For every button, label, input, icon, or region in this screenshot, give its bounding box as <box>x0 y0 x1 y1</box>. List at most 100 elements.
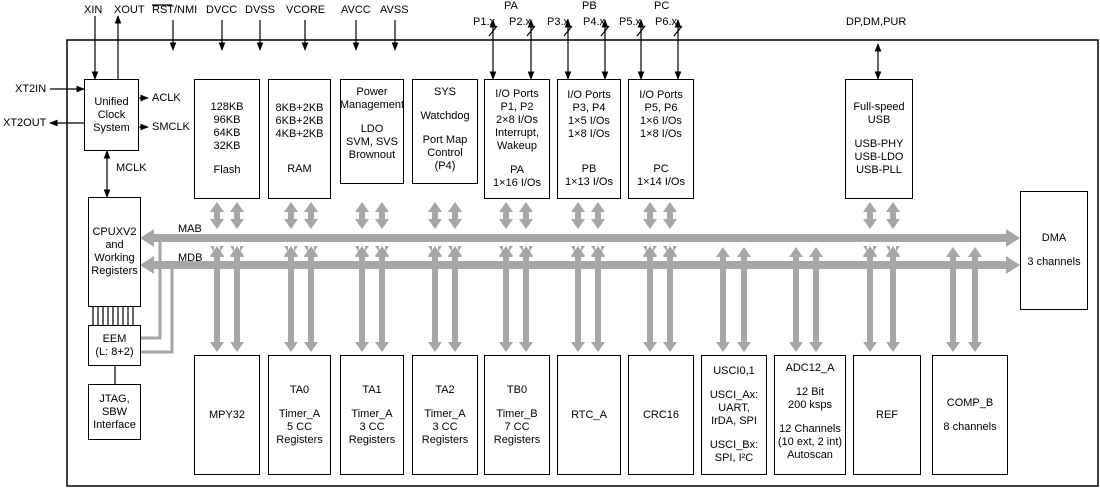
top-bus-connector <box>886 202 900 229</box>
bottom-bus-connector <box>571 247 585 352</box>
adc-line-7: (10 ext, 2 int) <box>777 436 843 448</box>
top-bus-connector <box>428 202 442 229</box>
io-ports-pc-block: I/O Ports P5, P6 1×6 I/Os 1×8 I/Os PC 1×… <box>628 79 694 199</box>
vertical-bus-connections <box>210 202 982 352</box>
tb0-line-4: 7 CC <box>504 420 530 433</box>
bottom-bus-connector <box>643 247 657 352</box>
p5-label: P5.x <box>619 16 642 28</box>
flash-line-3: 64KB <box>213 127 241 139</box>
ta1-block: TA1 Timer_A 3 CC Registers <box>340 355 404 475</box>
usci-line-4: UART, <box>718 402 750 414</box>
bottom-bus-connector <box>519 247 533 352</box>
power-line-6: Brownout <box>348 149 396 161</box>
flash-line-6: Flash <box>213 164 241 176</box>
io-pa-line-8: 1×16 I/Os <box>492 177 541 189</box>
io-pc-line-8: 1×14 I/Os <box>636 176 685 188</box>
cpu-line-1: CPUXV2 <box>92 226 137 238</box>
io-pa-line-5: Wakeup <box>497 140 537 152</box>
bottom-bus-connector <box>428 247 442 352</box>
usb-line-6: USB-PLL <box>856 164 902 176</box>
usb-line-2: USB <box>867 114 891 126</box>
ram-block: 8KB+2KB 6KB+2KB 4KB+2KB RAM <box>268 79 331 199</box>
tb0-line-5: Registers <box>493 433 541 446</box>
sys-line-1: SYS <box>433 86 456 98</box>
eem-line-1: EEM <box>102 332 127 345</box>
p2-label: P2.x <box>509 16 532 28</box>
top-bus-connector <box>519 202 533 229</box>
io-pa-line-2: P1, P2 <box>500 101 534 113</box>
ta1-line-4: 3 CC <box>359 420 385 433</box>
ta2-line-4: 3 CC <box>432 420 458 433</box>
xt2in-label: XT2IN <box>15 83 47 95</box>
rst-nmi-label: RST/NMI <box>152 4 198 16</box>
sys-line-7: (P4) <box>434 160 456 172</box>
bottom-bus-connector <box>210 247 224 352</box>
chip-outline <box>66 39 1099 487</box>
adc-line-6: 12 Channels <box>779 423 841 435</box>
ucs-line-3: System <box>93 121 130 134</box>
top-bus-connector <box>304 202 318 229</box>
flash-line-2: 96KB <box>213 114 241 126</box>
io-pc-line-3: 1×6 I/Os <box>640 115 682 127</box>
adc-line-4: 200 ksps <box>787 399 833 411</box>
top-bus-connector <box>230 202 244 229</box>
mpy-line-1: MPY32 <box>208 408 246 421</box>
dvcc-label: DVCC <box>206 4 238 16</box>
sys-block: SYS Watchdog Port Map Control (P4) <box>412 79 478 184</box>
rtc-a-block: RTC_A <box>557 355 621 475</box>
bottom-bus-connector <box>809 247 823 352</box>
unified-clock-system-block: Unified Clock System <box>84 79 139 151</box>
bottom-bus-connector <box>284 247 298 352</box>
io-pa-line-3: 2×8 I/Os <box>496 114 538 126</box>
top-bus-connector <box>591 202 605 229</box>
mab-label: MAB <box>178 223 202 235</box>
ta1-line-5: Registers <box>348 433 396 446</box>
adc-line-8: Autoscan <box>787 449 833 461</box>
sys-line-5: Port Map <box>422 134 468 146</box>
adc12-block: ADC12_A 12 Bit 200 ksps 12 Channels (10 … <box>774 355 846 475</box>
ta2-block: TA2 Timer_A 3 CC Registers <box>412 355 478 475</box>
bottom-bus-connector <box>663 247 677 352</box>
io-pa-line-1: I/O Ports <box>495 88 539 100</box>
top-bus-connector <box>448 202 462 229</box>
flash-line-4: 32KB <box>213 140 241 152</box>
tb0-line-3: Timer_B <box>496 407 538 420</box>
bottom-bus-connector <box>375 247 389 352</box>
top-bus-connector <box>210 202 224 229</box>
usci-line-1: USCI0,1 <box>713 365 755 377</box>
xt2out-label: XT2OUT <box>3 117 47 129</box>
top-bus-connector <box>284 202 298 229</box>
usb-pins-label: DP,DM,PUR <box>846 16 907 28</box>
top-bus-connector <box>375 202 389 229</box>
ta1-line-3: Timer_A <box>351 407 393 420</box>
io-pc-line-2: P5, P6 <box>644 102 678 114</box>
ram-line-3: 4KB+2KB <box>275 128 324 140</box>
bottom-bus-connector <box>737 247 751 352</box>
port-pa-label: PA <box>504 0 518 12</box>
ref-line-1: REF <box>876 408 898 421</box>
cpu-line-2: and <box>105 239 124 251</box>
crc-line-1: CRC16 <box>642 408 680 421</box>
sys-line-3: Watchdog <box>420 110 470 122</box>
flash-line-1: 128KB <box>210 101 244 113</box>
ref-block: REF <box>853 355 921 475</box>
ta0-line-5: Registers <box>276 433 323 446</box>
bottom-bus-connector <box>863 247 877 352</box>
top-bus-connector <box>663 202 677 229</box>
io-pc-line-1: I/O Ports <box>639 89 683 101</box>
mdb-label: MDB <box>178 252 203 264</box>
jtag-line-1: JTAG, <box>99 392 130 405</box>
eem-line-2: (L: 8+2) <box>95 345 134 358</box>
mpy32-block: MPY32 <box>194 355 260 475</box>
cpu-line-3: Working <box>94 252 135 264</box>
tb0-line-1: TB0 <box>506 383 528 396</box>
tb0-block: TB0 Timer_B 7 CC Registers <box>484 355 550 475</box>
comp-line-3: 8 channels <box>943 420 997 433</box>
bottom-bus-connector <box>230 247 244 352</box>
power-line-2: Management <box>339 99 405 111</box>
io-pb-line-4: 1×8 I/Os <box>568 128 610 140</box>
ta0-line-4: 5 CC <box>286 420 313 433</box>
bottom-bus-connector <box>499 247 513 352</box>
bottom-bus-connector <box>304 247 318 352</box>
eem-bus-connections <box>141 242 174 354</box>
